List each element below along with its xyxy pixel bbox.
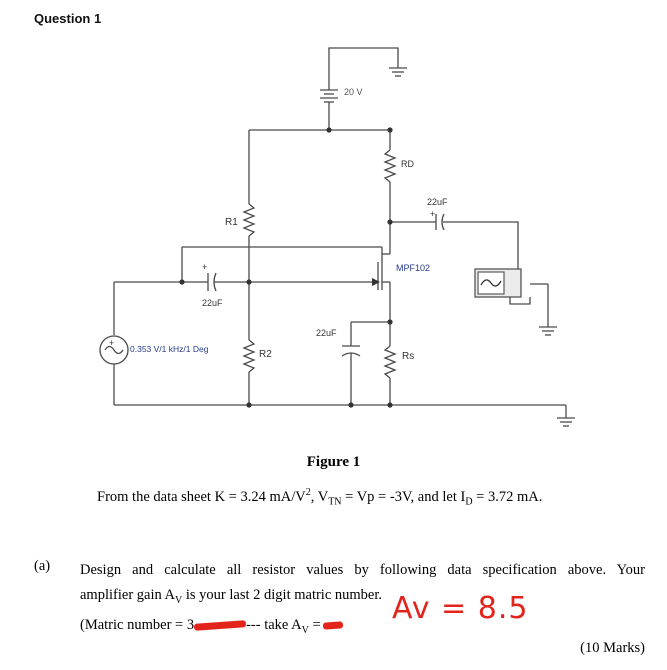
output-cap-label: 22uF — [427, 197, 448, 207]
redaction-mark-2 — [322, 621, 343, 630]
junction-dots — [179, 127, 393, 408]
input-cap-plus: + — [202, 262, 207, 272]
line2-text-a: amplifier gain A — [80, 587, 176, 603]
given-data-statement: From the data sheet K = 3.24 mA/V2, VTN … — [97, 487, 542, 508]
r1-label: R1 — [225, 217, 238, 228]
part-a-line2: amplifier gain AV is your last 2 digit m… — [80, 583, 645, 613]
given-mid1: , V — [310, 488, 329, 505]
line2-text-b: is your last 2 digit matric number. — [182, 587, 383, 603]
rs-label: Rs — [402, 351, 414, 362]
circuit-schematic: 20 V RD 22uF + R1 MPF102 + 22uF 22uF + 0… — [99, 47, 575, 427]
figure-caption: Figure 1 — [306, 454, 361, 470]
given-end: = 3.72 mA. — [472, 488, 543, 505]
input-cap-label: 22uF — [202, 298, 223, 308]
ac-source-plus: + — [109, 338, 114, 348]
line3-text-c: = — [308, 616, 321, 633]
redaction-mark — [193, 620, 247, 631]
line3-text-b: --- take A — [246, 616, 302, 633]
ac-source-label: 0.353 V/1 kHz/1 Deg — [130, 344, 209, 354]
given-exponent: 2 — [305, 487, 311, 498]
given-sub-d: D — [465, 496, 473, 508]
line3-subscript: V — [301, 624, 309, 636]
given-mid2: = Vp = -3V, and let I — [341, 488, 466, 505]
output-cap-plus: + — [430, 209, 435, 219]
part-a-label: (a) — [34, 558, 51, 574]
handwritten-gain-note: Av = 8.5 — [392, 591, 529, 626]
rd-label: RD — [401, 159, 414, 169]
marks-label: (10 Marks) — [580, 640, 645, 656]
part-a-line1: Design and calculate all resistor values… — [80, 562, 645, 578]
question-title: Question 1 — [34, 11, 102, 26]
supply-voltage-label: 20 V — [344, 87, 363, 97]
fet-model-label: MPF102 — [396, 263, 430, 273]
circuit-wires — [99, 47, 575, 427]
part-a-text: Design and calculate all resistor values… — [80, 558, 645, 643]
given-prefix: From the data sheet K = 3.24 mA/V — [97, 488, 306, 505]
r2-label: R2 — [259, 349, 272, 360]
line3-text-a: (Matric number = 3 — [80, 616, 195, 633]
part-a-line3: (Matric number = 3 --- take AV = — [80, 613, 645, 643]
fet-arrow-icon — [372, 278, 380, 286]
source-cap-label: 22uF — [316, 328, 337, 338]
line2-subscript: V — [175, 594, 183, 606]
given-sub-tn: TN — [328, 496, 342, 508]
